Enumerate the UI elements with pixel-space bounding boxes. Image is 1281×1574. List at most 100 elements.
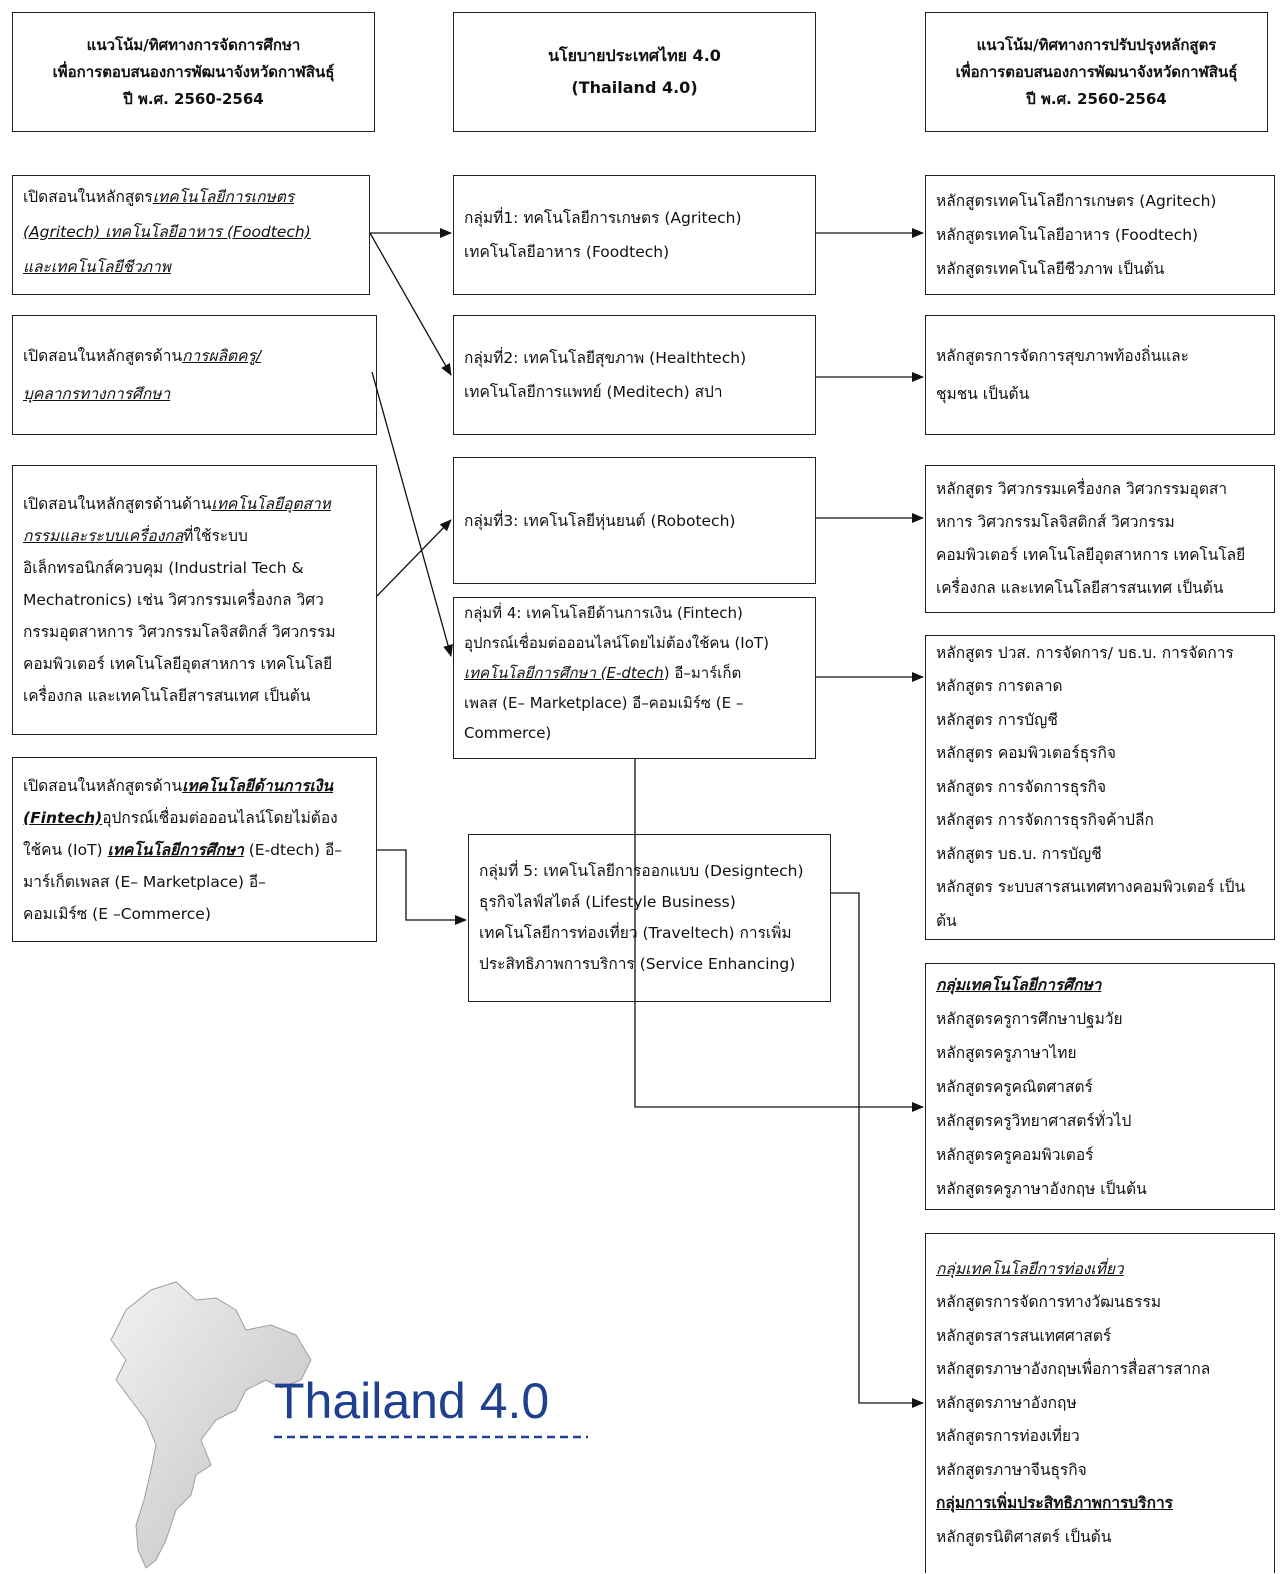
header-right-line2: เพื่อการตอบสนองการพัฒนาจังหวัดกาฬสินธุ์ — [955, 62, 1238, 81]
center-box-group1-line2: เทคโนโลยีอาหาร (Foodtech) — [464, 243, 670, 261]
right-box-fintech-line1: หลักสูตร ปวส. การจัดการ/ บธ.บ. การจัดการ — [936, 643, 1234, 662]
left-box-agritech-line3: และเทคโนโลยีชีวภาพ — [23, 258, 171, 276]
right-box-fintech-line5: หลักสูตร การจัดการธุรกิจ — [936, 777, 1107, 796]
right-box-agritech-line2: หลักสูตรเทคโนโลยีอาหาร (Foodtech) — [936, 226, 1199, 244]
right-box-robotech: หลักสูตร วิศวกรรมเครื่องกล วิศวกรรมอุตสา… — [925, 465, 1275, 613]
right-box-agritech-line1: หลักสูตรเทคโนโลยีการเกษตร (Agritech) — [936, 192, 1217, 210]
left-box-agritech-line2: (Agritech) เทคโนโลยีอาหาร (Foodtech) — [23, 223, 311, 241]
header-center-line1: นโยบายประเทศไทย 4.0 — [548, 46, 721, 65]
center-box-group2: กลุ่มที่2: เทคโนโลยีสุขภาพ (Healthtech) … — [453, 315, 816, 435]
thailand-map-icon: Thailand 4.0 — [110, 1281, 588, 1569]
right-box-edtech-item2: หลักสูตรครูภาษาไทย — [936, 1043, 1077, 1062]
header-right-line3: ปี พ.ศ. 2560-2564 — [1026, 89, 1167, 108]
header-center: นโยบายประเทศไทย 4.0 (Thailand 4.0) — [453, 12, 816, 132]
header-left-line1: แนวโน้ม/ทิศทางการจัดการศึกษา — [86, 35, 301, 54]
center-box-group4-post3: ) อี–มาร์เก็ต — [663, 664, 742, 682]
right-box-fintech: หลักสูตร ปวส. การจัดการ/ บธ.บ. การจัดการ… — [925, 635, 1275, 940]
left-box-industrial-underline: เทคโนโลยีอุตสาห — [211, 495, 331, 513]
right-box-edtech-item3: หลักสูตรครูคณิตศาสตร์ — [936, 1077, 1093, 1096]
left-box-fintech-line5: คอมเมิร์ซ (E –Commerce) — [23, 904, 211, 923]
left-box-teacher-text: เปิดสอนในหลักสูตรด้าน — [23, 347, 183, 365]
center-box-group1: กลุ่มที่1: ทคโนโลยีการเกษตร (Agritech) เ… — [453, 175, 816, 295]
right-box-edtech-item6: หลักสูตรครูภาษาอังกฤษ เป็นต้น — [936, 1179, 1147, 1198]
center-box-group4-line4: เพลส (E– Marketplace) อี–คอมเมิร์ซ (E – — [464, 694, 744, 712]
right-box-robotech-line3: คอมพิวเตอร์ เทคโนโลยีอุตสาหการ เทคโนโลยี — [936, 546, 1246, 564]
center-box-group2-line2: เทคโนโลยีการแพทย์ (Meditech) สปา — [464, 383, 723, 401]
center-box-group2-line1: กลุ่มที่2: เทคโนโลยีสุขภาพ (Healthtech) — [464, 349, 747, 367]
arrow-c4-r5 — [634, 759, 924, 1112]
center-box-group5-line2: ธุรกิจไลฟ์สไตล์ (Lifestyle Business) — [479, 893, 736, 911]
right-box-health-line1: หลักสูตรการจัดการสุขภาพท้องถิ่นและ — [936, 347, 1190, 365]
logo-text: Thailand 4.0 — [274, 1373, 549, 1429]
right-box-tourism-item6: หลักสูตรภาษาจีนธุรกิจ — [936, 1460, 1087, 1479]
thailand-logo: Thailand 4.0 — [96, 1270, 616, 1570]
left-box-teacher-underline: การผลิตครู/ — [182, 347, 262, 365]
header-left: แนวโน้ม/ทิศทางการจัดการศึกษา เพื่อการตอบ… — [12, 12, 375, 132]
center-box-group4: กลุ่มที่ 4: เทคโนโลยีด้านการเงิน (Fintec… — [453, 597, 816, 759]
right-box-service-item1: หลักสูตรนิติศาสตร์ เป็นต้น — [936, 1527, 1112, 1546]
arrow-l1-c2 — [369, 232, 452, 376]
left-box-teacher-line2: บุคลากรทางการศึกษา — [23, 385, 171, 403]
right-box-edtech: กลุ่มเทคโนโลยีการศึกษา หลักสูตรครูการศึก… — [925, 963, 1275, 1210]
right-box-robotech-line2: หการ วิศวกรรมโลจิสติกส์ วิศวกรรม — [936, 513, 1175, 531]
center-box-group1-line1: กลุ่มที่1: ทคโนโลยีการเกษตร (Agritech) — [464, 209, 742, 227]
arrow-l3-c3 — [376, 519, 452, 597]
right-box-robotech-line1: หลักสูตร วิศวกรรมเครื่องกล วิศวกรรมอุตสา — [936, 480, 1228, 498]
left-box-fintech-text: เปิดสอนในหลักสูตรด้าน — [23, 776, 183, 795]
arrow-l2-c4 — [371, 371, 453, 657]
arrow-c5-r6 — [831, 892, 924, 1408]
header-left-line3: ปี พ.ศ. 2560-2564 — [123, 89, 264, 108]
right-box-agritech: หลักสูตรเทคโนโลยีการเกษตร (Agritech) หลั… — [925, 175, 1275, 295]
right-box-edtech-item1: หลักสูตรครูการศึกษาปฐมวัย — [936, 1009, 1123, 1028]
right-box-tourism-title: กลุ่มเทคโนโลยีการท่องเที่ยว — [936, 1259, 1124, 1278]
left-box-industrial-post2: ที่ใช้ระบบ — [183, 527, 248, 545]
header-center-line2: (Thailand 4.0) — [571, 78, 698, 97]
left-box-teacher: เปิดสอนในหลักสูตรด้านการผลิตครู/ บุคลากร… — [12, 315, 377, 435]
arrow-l4-c5 — [377, 849, 467, 925]
left-box-fintech-bold1: เทคโนโลยีด้านการเงิน — [182, 776, 334, 795]
left-box-industrial: เปิดสอนในหลักสูตรด้านด้านเทคโนโลยีอุตสาห… — [12, 465, 377, 735]
center-box-group4-line2: อุปกรณ์เชื่อมต่อออนไลน์โดยไม่ต้องใช้คน (… — [464, 634, 769, 652]
left-box-industrial-underline2: กรรมและระบบเครื่องกล — [23, 527, 184, 545]
left-box-agritech-underline: เทคโนโลยีการเกษตร — [152, 188, 295, 206]
center-box-group5: กลุ่มที่ 5: เทคโนโลยีการออกแบบ (Designte… — [468, 834, 831, 1002]
right-box-tourism: กลุ่มเทคโนโลยีการท่องเที่ยว หลักสูตรการจ… — [925, 1233, 1275, 1573]
left-box-industrial-line5: กรรมอุตสาหการ วิศวกรรมโลจิสติกส์ วิศวกรร… — [23, 623, 336, 641]
left-box-fintech-post2: อุปกรณ์เชื่อมต่อออนไลน์โดยไม่ต้อง — [102, 808, 338, 827]
left-box-fintech-post3: (E-dtech) อี– — [243, 840, 343, 859]
left-box-fintech: เปิดสอนในหลักสูตรด้านเทคโนโลยีด้านการเงิ… — [12, 757, 377, 942]
right-box-edtech-item4: หลักสูตรครูวิทยาศาสตร์ทั่วไป — [936, 1111, 1132, 1130]
right-box-fintech-line6: หลักสูตร การจัดการธุรกิจค้าปลีก — [936, 811, 1154, 830]
left-box-industrial-line7: เครื่องกล และเทคโนโลยีสารสนเทศ เป็นต้น — [23, 687, 311, 705]
header-right: แนวโน้ม/ทิศทางการปรับปรุงหลักสูตร เพื่อก… — [925, 12, 1268, 132]
right-box-fintech-line8: หลักสูตร ระบบสารสนเทศทางคอมพิวเตอร์ เป็น — [936, 878, 1246, 897]
right-box-service-title: กลุ่มการเพิ่มประสิทธิภาพการบริการ — [936, 1494, 1174, 1513]
left-box-industrial-line4: Mechatronics) เช่น วิศวกรรมเครื่องกล วิศ… — [23, 591, 324, 609]
right-box-tourism-item2: หลักสูตรสารสนเทศศาสตร์ — [936, 1326, 1112, 1345]
left-box-fintech-bold2: (Fintech) — [23, 808, 103, 827]
right-box-fintech-line7: หลักสูตร บธ.บ. การบัญชี — [936, 844, 1102, 863]
center-box-group3-line1: กลุ่มที่3: เทคโนโลยีหุ่นยนต์ (Robotech) — [464, 511, 736, 530]
center-box-group4-line5: Commerce) — [464, 724, 552, 742]
left-box-agritech-text: เปิดสอนในหลักสูตร — [23, 188, 153, 206]
left-box-fintech-bold3: เทคโนโลยีการศึกษา — [107, 840, 244, 859]
right-box-fintech-line3: หลักสูตร การบัญชี — [936, 710, 1058, 729]
right-box-tourism-item5: หลักสูตรการท่องเที่ยว — [936, 1427, 1080, 1446]
left-box-fintech-pre3: ใช้คน (IoT) — [23, 840, 108, 859]
header-right-line1: แนวโน้ม/ทิศทางการปรับปรุงหลักสูตร — [976, 35, 1217, 54]
left-box-fintech-line4: มาร์เก็ตเพลส (E– Marketplace) อี– — [23, 872, 266, 891]
left-box-industrial-line6: คอมพิวเตอร์ เทคโนโลยีอุตสาหการ เทคโนโลยี — [23, 655, 333, 673]
right-box-fintech-line2: หลักสูตร การตลาด — [936, 677, 1063, 696]
right-box-health-line2: ชุมชน เป็นต้น — [936, 385, 1030, 403]
right-box-tourism-item1: หลักสูตรการจัดการทางวัฒนธรรม — [936, 1293, 1162, 1312]
right-box-health: หลักสูตรการจัดการสุขภาพท้องถิ่นและ ชุมชน… — [925, 315, 1275, 435]
left-box-industrial-line3: อิเล็กทรอนิกส์ควบคุม (Industrial Tech & — [23, 559, 304, 577]
center-box-group4-underline: เทคโนโลยีการศึกษา (E-dtech — [464, 664, 664, 682]
header-left-line2: เพื่อการตอบสนองการพัฒนาจังหวัดกาฬสินธุ์ — [52, 62, 335, 81]
center-box-group5-line4: ประสิทธิภาพการบริการ (Service Enhancing) — [479, 955, 796, 973]
right-box-edtech-item5: หลักสูตรครูคอมพิวเตอร์ — [936, 1145, 1094, 1164]
left-box-industrial-text: เปิดสอนในหลักสูตรด้านด้าน — [23, 495, 212, 513]
center-box-group3: กลุ่มที่3: เทคโนโลยีหุ่นยนต์ (Robotech) — [453, 457, 816, 584]
right-box-robotech-line4: เครื่องกล และเทคโนโลยีสารสนเทศ เป็นต้น — [936, 579, 1224, 597]
